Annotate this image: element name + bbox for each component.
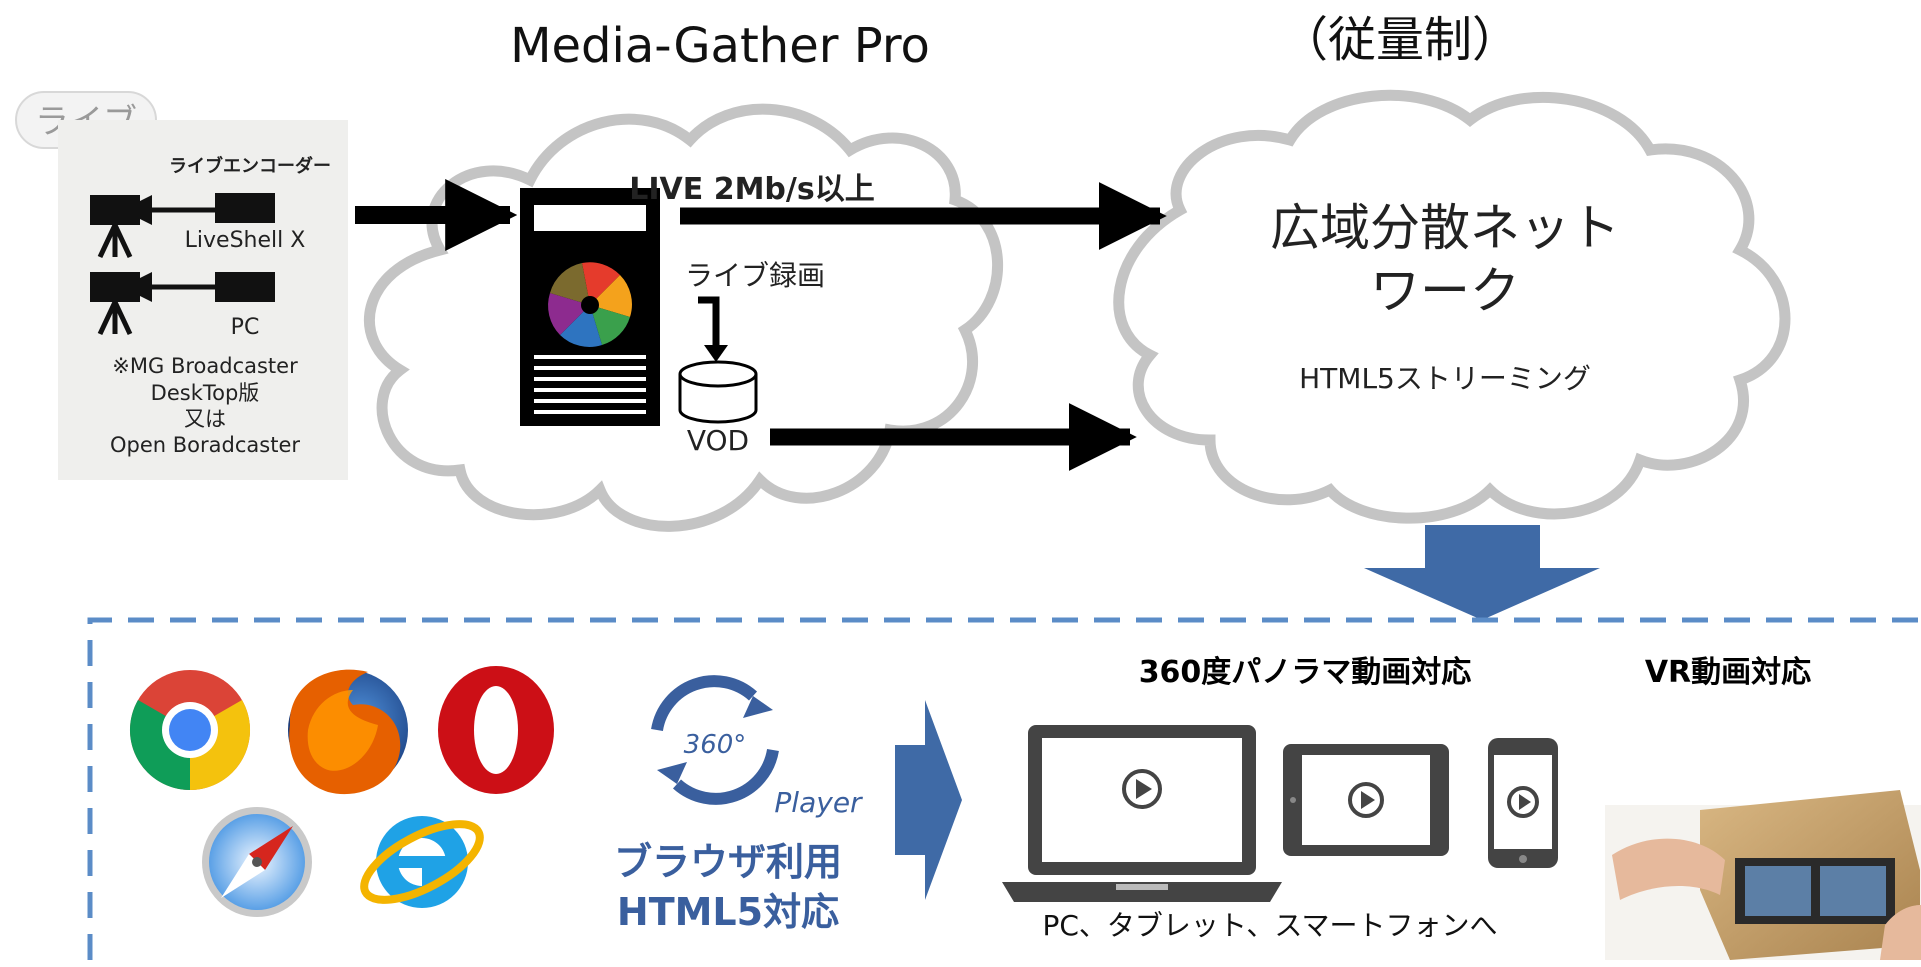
ie-icon xyxy=(360,816,484,908)
devices-caption: PC、タブレット、スマートフォンへ xyxy=(1042,909,1497,942)
server-icon xyxy=(520,188,660,426)
encoder-heading: ライブエンコーダー xyxy=(169,155,331,177)
media-gather-logo xyxy=(548,262,632,347)
encoder-note-line: ※MG Broadcaster xyxy=(112,354,298,378)
delivery-section-border xyxy=(87,617,1921,960)
chrome-icon xyxy=(129,670,251,790)
delivery-arrow xyxy=(895,700,962,900)
device-pc-label: PC xyxy=(231,315,260,340)
camera-icon xyxy=(90,195,152,259)
live-bitrate-label: LIVE 2Mb/s以上 xyxy=(629,172,874,207)
safari-icon xyxy=(202,807,312,917)
player-360-icon xyxy=(651,675,779,805)
firefox-icon xyxy=(288,669,408,795)
record-arrow xyxy=(698,296,720,350)
player-label: Player xyxy=(774,786,863,819)
network-title-line1: 広域分散ネット xyxy=(1270,199,1620,257)
player-360-badge: 360° xyxy=(684,730,747,760)
distribution-arrow xyxy=(1364,525,1600,620)
network-title-line2: ワーク xyxy=(1370,262,1520,320)
encoder-note-line: Open Boradcaster xyxy=(110,433,300,457)
laptop-icon xyxy=(1002,725,1282,902)
network-subtitle: HTML5ストリーミング xyxy=(1299,362,1591,395)
browser-usage-line1: ブラウザ利用 xyxy=(614,840,842,884)
encoder-note-line: 又は xyxy=(184,407,226,431)
encoder-note-line: DeskTop版 xyxy=(151,381,260,405)
record-label: ライブ録画 xyxy=(685,259,825,292)
vod-database-icon xyxy=(678,360,758,424)
panorama-label: 360度パノラマ動画対応 xyxy=(1139,655,1472,690)
pricing-label: （従量制） xyxy=(1280,12,1520,68)
network-cloud xyxy=(1113,89,1791,524)
browser-usage-line2: HTML5対応 xyxy=(617,890,839,934)
pc-device-icon xyxy=(215,272,275,302)
encoder-panel: ライブエンコーダー LiveShell X PC ※MG Broadcaster… xyxy=(58,120,348,480)
vr-label: VR動画対応 xyxy=(1645,655,1811,690)
liveshell-device-icon xyxy=(215,193,275,223)
device-liveshell-label: LiveShell X xyxy=(185,228,306,253)
opera-icon xyxy=(438,666,554,794)
vod-label: VOD xyxy=(687,424,749,457)
page-title: Media-Gather Pro xyxy=(510,18,930,74)
camera-icon xyxy=(90,272,152,336)
phone-icon xyxy=(1488,738,1558,868)
vr-cardboard-image xyxy=(1605,790,1921,960)
tablet-icon xyxy=(1283,744,1449,856)
